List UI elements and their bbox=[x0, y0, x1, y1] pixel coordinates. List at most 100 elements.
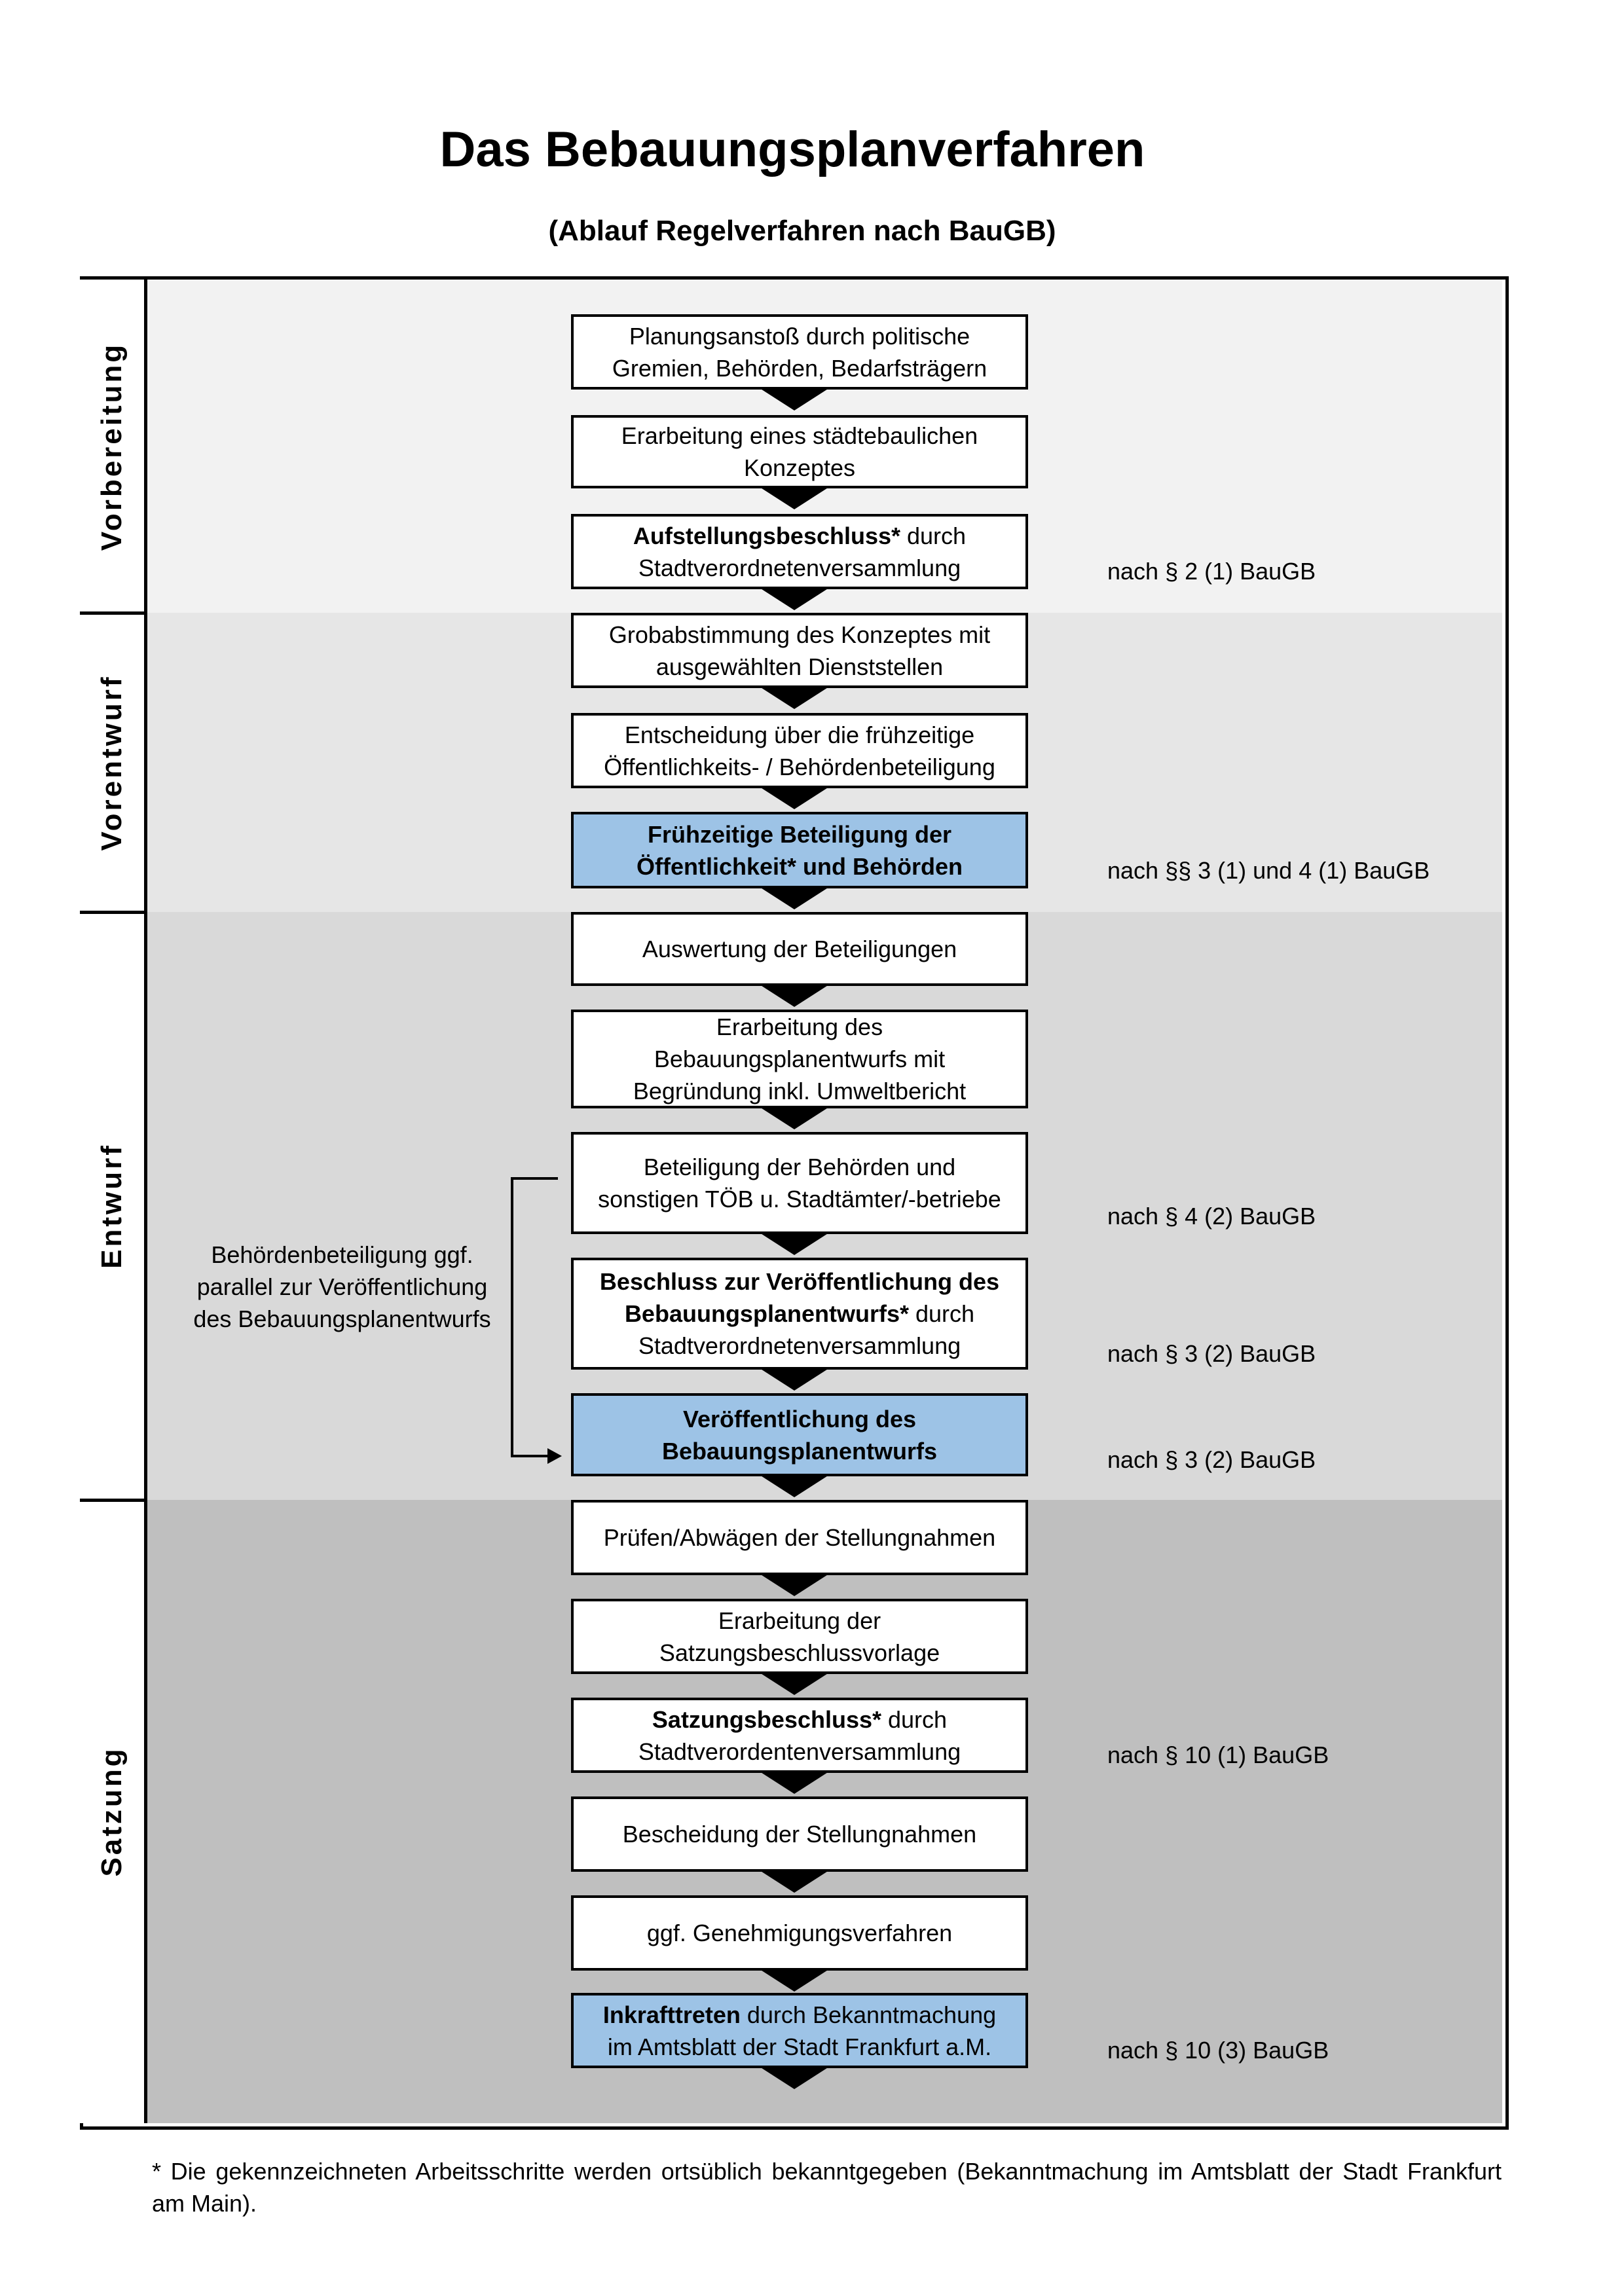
down-arrow-icon bbox=[758, 1231, 831, 1255]
step-text: durch bbox=[908, 1300, 975, 1327]
step-text-line: sonstigen TÖB u. Stadtämter/-betriebe bbox=[598, 1183, 1001, 1215]
down-arrow-icon bbox=[758, 587, 831, 610]
step-text-line: Grobabstimmung des Konzeptes mit bbox=[609, 619, 990, 651]
step-text-line: Bebauungsplanentwurfs mit bbox=[654, 1043, 945, 1075]
step-text: Konzeptes bbox=[743, 454, 856, 481]
down-arrow-icon bbox=[758, 2066, 831, 2089]
step-text: Prüfen/Abwägen der Stellungnahmen bbox=[603, 1524, 996, 1551]
phase-label-cell: Vorentwurf bbox=[80, 613, 147, 912]
step-text-line: Beteiligung der Behörden und bbox=[644, 1151, 955, 1183]
step-text-line: Stadtverordnetenversammlung bbox=[638, 1330, 961, 1362]
process-step: Bescheidung der Stellungnahmen bbox=[571, 1796, 1028, 1872]
step-text-line: Veröffentlichung des bbox=[683, 1403, 916, 1435]
legal-note: nach §§ 3 (1) und 4 (1) BauGB bbox=[1107, 857, 1430, 884]
step-text: Öffentlichkeits- / Behördenbeteiligung bbox=[604, 753, 995, 780]
step-text: Erarbeitung eines städtebaulichen bbox=[621, 422, 978, 449]
process-step: Prüfen/Abwägen der Stellungnahmen bbox=[571, 1500, 1028, 1575]
down-arrow-icon bbox=[758, 1770, 831, 1794]
legal-note: nach § 3 (2) BauGB bbox=[1107, 1446, 1316, 1473]
step-text-line: Frühzeitige Beteiligung der bbox=[648, 818, 951, 850]
step-text-line: Auswertung der Beteiligungen bbox=[642, 933, 957, 965]
step-text-bold: Aufstellungsbeschluss* bbox=[633, 522, 901, 549]
legal-note: nach § 3 (2) BauGB bbox=[1107, 1340, 1316, 1367]
down-arrow-icon bbox=[758, 1869, 831, 1893]
down-arrow-icon bbox=[758, 1671, 831, 1695]
step-text-line: Erarbeitung des bbox=[716, 1011, 883, 1043]
step-text-line: ausgewählten Dienststellen bbox=[656, 651, 943, 683]
down-arrow-icon bbox=[758, 1573, 831, 1596]
step-text-bold: Satzungsbeschluss* bbox=[652, 1705, 882, 1733]
footnote: * Die gekennzeichneten Arbeitsschritte w… bbox=[152, 2158, 1502, 2217]
step-text-bold: Bebauungsplanentwurfs* bbox=[624, 1300, 909, 1327]
step-text-line: Gremien, Behörden, Bedarfsträgern bbox=[612, 352, 987, 384]
step-text: Gremien, Behörden, Bedarfsträgern bbox=[612, 354, 987, 382]
step-text-bold: Veröffentlichung des bbox=[682, 1405, 917, 1432]
step-text: sonstigen TÖB u. Stadtämter/-betriebe bbox=[598, 1186, 1001, 1212]
page-subtitle: (Ablauf Regelverfahren nach BauGB) bbox=[548, 215, 1056, 247]
step-text: im Amtsblatt der Stadt Frankfurt a.M. bbox=[607, 2033, 992, 2060]
step-text: Bebauungsplanentwurfs mit bbox=[654, 1046, 946, 1072]
legal-note: nach § 2 (1) BauGB bbox=[1107, 558, 1316, 585]
down-arrow-icon bbox=[758, 1106, 831, 1129]
phase-divider bbox=[80, 1499, 147, 1502]
step-text: ggf. Genehmigungsverfahren bbox=[646, 1920, 953, 1946]
down-arrow-icon bbox=[758, 685, 831, 709]
legal-note: nach § 10 (3) BauGB bbox=[1107, 2037, 1329, 2064]
step-text-line: Öffentlichkeit* und Behörden bbox=[637, 850, 963, 883]
step-text: durch bbox=[900, 522, 967, 549]
step-text: Erarbeitung der bbox=[718, 1607, 881, 1634]
step-text-line: Entscheidung über die frühzeitige bbox=[625, 719, 974, 751]
legal-note: nach § 10 (1) BauGB bbox=[1107, 1741, 1329, 1768]
down-arrow-icon bbox=[758, 387, 831, 410]
page-title: Das Bebauungsplanverfahren bbox=[439, 122, 1145, 177]
down-arrow-icon bbox=[758, 886, 831, 909]
step-text: Begründung inkl. Umweltbericht bbox=[633, 1078, 967, 1104]
step-text-line: Stadtverordentenversammlung bbox=[638, 1736, 961, 1768]
step-text-line: Satzungsbeschlussvorlage bbox=[659, 1637, 940, 1669]
step-text-line: Erarbeitung der bbox=[718, 1605, 881, 1637]
step-text-line: Planungsanstoß durch politische bbox=[629, 320, 970, 352]
step-text-line: Bescheidung der Stellungnahmen bbox=[623, 1818, 976, 1850]
process-step: ggf. Genehmigungsverfahren bbox=[571, 1895, 1028, 1971]
phase-label-cell: Vorbereitung bbox=[80, 280, 147, 613]
step-text-line: Öffentlichkeits- / Behördenbeteiligung bbox=[604, 751, 995, 783]
step-text: Planungsanstoß durch politische bbox=[629, 322, 970, 350]
step-text-line: Bebauungsplanentwurfs bbox=[662, 1435, 937, 1467]
step-text-bold: Inkrafttreten bbox=[602, 2001, 741, 2028]
arrowhead-icon bbox=[547, 1448, 562, 1464]
step-text-line: Erarbeitung eines städtebaulichen bbox=[621, 420, 978, 452]
phase-divider bbox=[80, 611, 147, 615]
step-text: Stadtverordnetenversammlung bbox=[638, 554, 961, 581]
step-text: ausgewählten Dienststellen bbox=[655, 653, 944, 680]
process-step: Auswertung der Beteiligungen bbox=[571, 912, 1028, 986]
step-text-bold: Öffentlichkeit* und Behörden bbox=[636, 852, 963, 880]
parallel-participation-note: Behördenbeteiligung ggf. parallel zur Ve… bbox=[193, 1241, 491, 1332]
step-text-bold: Beschluss zur Veröffentlichung des bbox=[599, 1268, 1000, 1295]
step-text: Beteiligung der Behörden und bbox=[643, 1154, 956, 1180]
step-text-line: Konzeptes bbox=[744, 452, 855, 484]
step-text: Auswertung der Beteiligungen bbox=[642, 936, 957, 962]
step-text: Bescheidung der Stellungnahmen bbox=[622, 1821, 977, 1848]
legal-note: nach § 4 (2) BauGB bbox=[1107, 1203, 1316, 1230]
step-text: Stadtverordnetenversammlung bbox=[638, 1332, 961, 1359]
phase-divider bbox=[80, 911, 147, 914]
step-text-line: Begründung inkl. Umweltbericht bbox=[633, 1075, 966, 1107]
step-text-line: Aufstellungsbeschluss* durch bbox=[633, 520, 966, 552]
process-step: Grobabstimmung des Konzeptes mit ausgewäh… bbox=[571, 613, 1028, 688]
down-arrow-icon bbox=[758, 983, 831, 1007]
step-text-bold: Bebauungsplanentwurfs bbox=[661, 1437, 938, 1465]
phase-label-cell: Satzung bbox=[80, 1500, 147, 2123]
process-step: Beteiligung der Behörden und sonstigen TÖ… bbox=[571, 1132, 1028, 1234]
step-text: Grobabstimmung des Konzeptes mit bbox=[608, 621, 991, 648]
